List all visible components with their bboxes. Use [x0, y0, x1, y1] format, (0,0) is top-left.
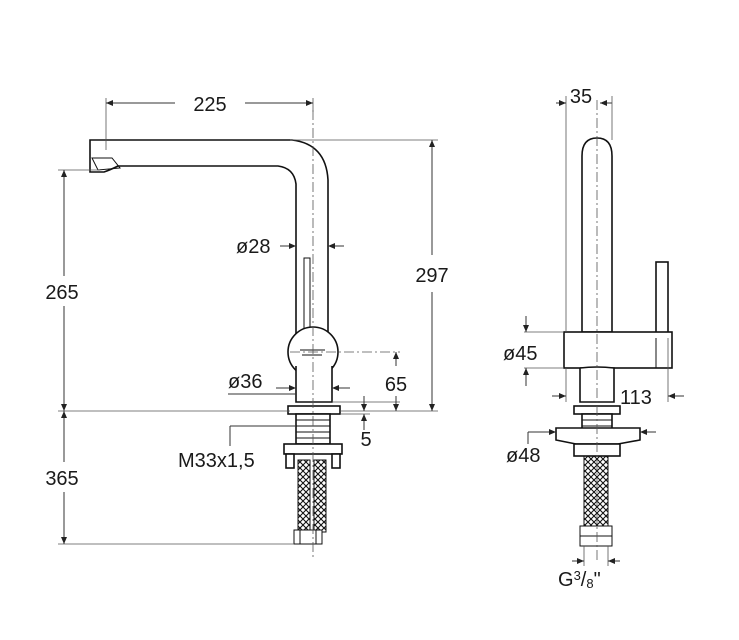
dim-connection: G3/8" [558, 568, 601, 591]
base-flange [287, 405, 341, 415]
dim-lever-dia: ø45 [503, 343, 537, 365]
mixer-lower-body [295, 366, 333, 403]
side-view: 35 ø45 113 ø48 G3/8" [503, 86, 684, 591]
front-view: 225 297 265 365 ø28 ø36 65 [45, 94, 449, 560]
dim-spout-height: 265 [45, 282, 78, 304]
hose-connector [293, 529, 323, 545]
hose-connector-detail [299, 530, 317, 544]
dim-flange-dia: ø48 [506, 445, 540, 467]
dim-thread: M33x1,5 [178, 450, 255, 472]
dim-connection-g: G [558, 569, 574, 591]
dim-spout-dia: ø28 [236, 236, 270, 258]
hose-left [297, 459, 311, 533]
aerator-tip [91, 157, 121, 171]
fixing-bracket-left [285, 453, 295, 469]
side-body-block [563, 331, 673, 369]
side-lever-handle [655, 261, 669, 339]
mixer-logo-mark [300, 349, 325, 356]
dim-connection-slash: / [581, 569, 587, 591]
dim-spout-reach: 225 [193, 94, 226, 116]
dim-connection-quote: " [594, 569, 601, 591]
dim-connection-num: 3 [574, 568, 581, 583]
dim-lever-height: 65 [385, 374, 407, 396]
dim-base-gap: 5 [360, 429, 371, 451]
hose-right [313, 459, 327, 533]
dim-hose-length: 365 [45, 468, 78, 490]
dim-base-dia: ø36 [228, 371, 262, 393]
fixing-bracket-right [331, 453, 341, 469]
dim-lever-length: 113 [620, 387, 652, 409]
side-fixing-plate [555, 427, 641, 445]
dim-connection-den: 8 [586, 576, 593, 591]
dim-side-top: 35 [570, 86, 592, 108]
spout-outline [89, 139, 329, 337]
dim-total-height: 297 [415, 265, 448, 287]
